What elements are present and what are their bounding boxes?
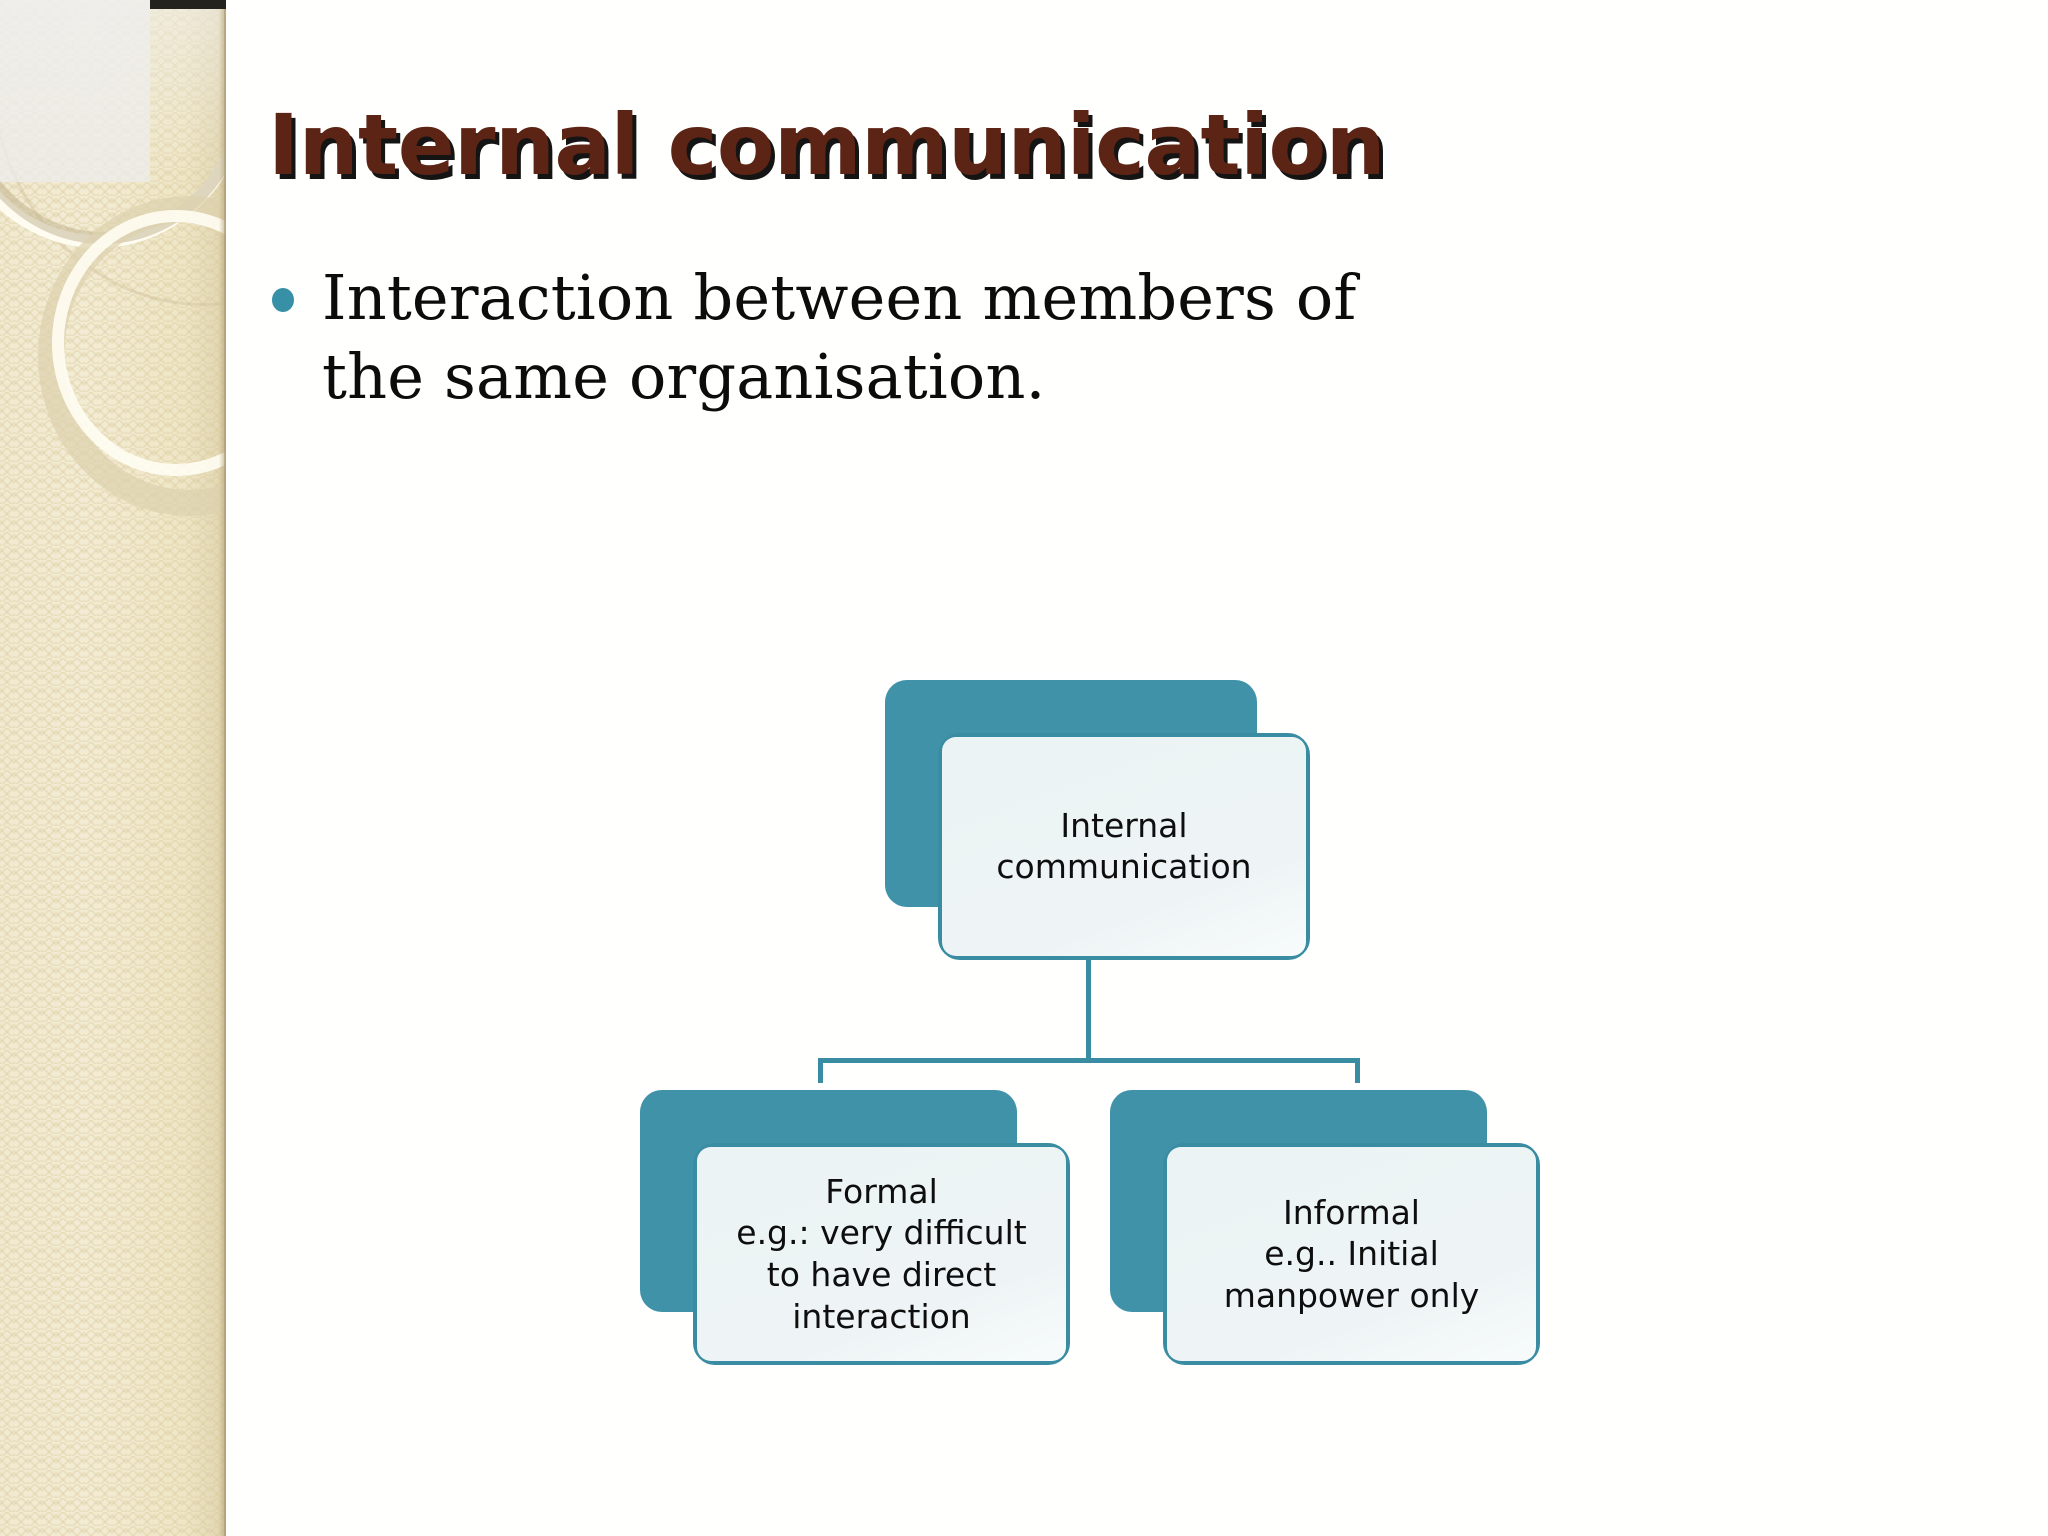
page-title: Internal communication — [268, 96, 1386, 194]
node-inner-fill: Formal e.g.: very difficult to have dire… — [697, 1147, 1066, 1361]
bullet-text: Interaction between members of the same … — [322, 261, 1357, 414]
connector-right-drop — [1355, 1058, 1360, 1098]
sidebar-top-gradient — [0, 0, 226, 182]
decorative-sidebar — [0, 0, 226, 1536]
node-body: Internal communication — [938, 733, 1310, 960]
connector-left-drop — [818, 1058, 823, 1098]
sidebar-edge-line — [224, 0, 226, 1536]
connector-root-vertical — [1086, 955, 1091, 1062]
node-body: Informal e.g.. Initial manpower only — [1163, 1143, 1540, 1365]
node-label: Internal communication — [996, 805, 1252, 886]
bullet-list-item: Interaction between members of the same … — [272, 258, 1402, 417]
bullet-dot-icon — [272, 288, 294, 312]
sidebar-edge-gradient — [219, 0, 226, 1536]
node-label: Formal e.g.: very difficult to have dire… — [736, 1171, 1027, 1336]
connector-horizontal-bus — [818, 1058, 1360, 1063]
node-label: Informal e.g.. Initial manpower only — [1223, 1192, 1480, 1315]
node-inner-fill: Internal communication — [942, 737, 1306, 956]
node-informal[interactable]: Informal e.g.. Initial manpower only — [1110, 1090, 1540, 1365]
node-internal-communication[interactable]: Internal communication — [885, 680, 1310, 960]
top-dark-strip — [150, 0, 226, 9]
node-formal[interactable]: Formal e.g.: very difficult to have dire… — [640, 1090, 1070, 1365]
node-inner-fill: Informal e.g.. Initial manpower only — [1167, 1147, 1536, 1361]
node-body: Formal e.g.: very difficult to have dire… — [693, 1143, 1070, 1365]
